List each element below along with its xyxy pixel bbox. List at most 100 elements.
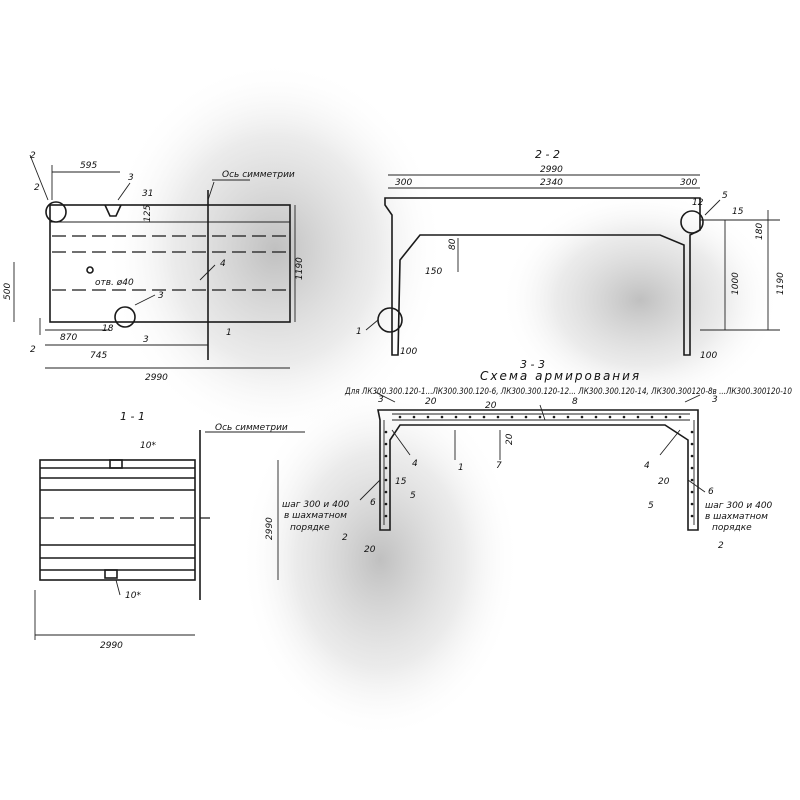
dim-2990: 2990: [145, 373, 168, 383]
step-note-left-2: в шахматном: [284, 511, 347, 521]
rebar-dot: [412, 415, 416, 419]
mark-7: 7: [496, 461, 502, 471]
dim-180: 180: [755, 223, 765, 240]
rebar-dot: [384, 430, 388, 434]
mark-8: 8: [572, 397, 578, 407]
rebar-dot: [566, 415, 570, 419]
section-2-2-title: 2 - 2: [535, 148, 560, 161]
rebar-dot: [384, 466, 388, 470]
marker-circle: [114, 306, 136, 328]
rebar-dot: [690, 490, 694, 494]
rebar-dot: [690, 466, 694, 470]
mark-6-left: 6: [370, 498, 376, 508]
dim-100-left: 100: [400, 347, 417, 357]
rebar-dot: [594, 415, 598, 419]
rebar-dot: [538, 415, 542, 419]
mark-10-top: 10*: [140, 441, 156, 451]
dim-15: 15: [732, 207, 744, 217]
mark-5-left: 5: [410, 491, 416, 501]
rebar-dot: [622, 415, 626, 419]
mark-2-right-33: 2: [718, 541, 724, 551]
dim-2990-bottom: 2990: [100, 641, 123, 651]
mark-6-right: 6: [708, 487, 714, 497]
section-3-3-title: 3 - 3: [520, 358, 545, 371]
step-note-right-2: в шахматном: [705, 512, 768, 522]
dim-1190-right: 1190: [776, 272, 786, 295]
rebar-dot: [524, 415, 528, 419]
dim-1000: 1000: [731, 272, 741, 295]
mark-12: 12: [692, 198, 704, 208]
marker-circle: [680, 210, 704, 234]
rebar-dot: [678, 415, 682, 419]
mark-2-side: 2: [34, 183, 40, 193]
step-note-right-1: шаг 300 и 400: [705, 501, 773, 511]
dim-870: 870: [60, 333, 77, 343]
rebar-dot: [496, 415, 500, 419]
rebar-dot: [384, 514, 388, 518]
rebar-dot: [482, 415, 486, 419]
rebar-dot: [580, 415, 584, 419]
dim-20-a: 20: [425, 397, 437, 407]
step-note-left-3: порядке: [290, 523, 330, 533]
dim-500: 500: [3, 283, 13, 300]
dim-745: 745: [90, 351, 107, 361]
mark-1-33: 1: [458, 463, 464, 473]
mark-1: 1: [356, 327, 362, 337]
symmetry-axis-label-2: Ось симметрии: [215, 423, 288, 433]
dim-2990-vertical: 2990: [265, 517, 275, 540]
dim-125: 125: [143, 205, 153, 222]
section-3-3-caption: Для ЛК300.300.120-1...ЛК300.300.120-6, Л…: [344, 387, 792, 397]
section-2-2: [365, 174, 780, 356]
dim-300-left: 300: [395, 178, 412, 188]
section-1-1-title: 1 - 1: [120, 410, 145, 423]
rebar-dot: [426, 415, 430, 419]
rebar-dot: [468, 415, 472, 419]
rebar-dot: [398, 415, 402, 419]
rebar-dot: [636, 415, 640, 419]
dim-20-b: 20: [485, 401, 497, 411]
mark-4-right: 4: [644, 461, 650, 471]
mark-3-top: 3: [128, 173, 134, 183]
plan-view: [13, 154, 296, 369]
mark-2-top: 2: [30, 151, 36, 161]
rebar-dot: [690, 442, 694, 446]
rebar-dot: [690, 454, 694, 458]
dim-1190: 1190: [295, 257, 305, 280]
mark-2-low: 2: [30, 345, 36, 355]
copy-smudge: [500, 190, 780, 410]
hole: [86, 266, 94, 274]
rebar-dot: [454, 415, 458, 419]
rebar-dot: [690, 478, 694, 482]
mark-3-left: 3: [378, 395, 384, 405]
mark-3-mid: 3: [158, 291, 164, 301]
mark-4-left: 4: [412, 459, 418, 469]
mark-3-low: 3: [143, 335, 149, 345]
section-3-3-subtitle: Схема армирования: [480, 369, 641, 383]
mark-2-left-33: 2: [342, 533, 348, 543]
cut-mark-1: 1: [226, 328, 232, 338]
step-note-right-3: порядке: [712, 523, 752, 533]
dim-20-c: 20: [505, 433, 515, 445]
dim-2340: 2340: [540, 178, 563, 188]
dim-100-right: 100: [700, 351, 717, 361]
dim-2990-top: 2990: [540, 165, 563, 175]
rebar-dot: [384, 490, 388, 494]
section-3-3: [359, 391, 706, 531]
dim-15-33: 15: [395, 477, 407, 487]
rebar-dots: [384, 415, 694, 518]
copy-smudge: [240, 380, 520, 740]
mark-4: 4: [220, 259, 226, 269]
dim-595: 595: [80, 161, 97, 171]
dim-20-d: 20: [658, 477, 670, 487]
rebar-dot: [384, 502, 388, 506]
rebar-dot: [552, 415, 556, 419]
rebar-dot: [664, 415, 668, 419]
mark-18: 18: [102, 324, 114, 334]
rebar-dot: [650, 415, 654, 419]
step-note-left-1: шаг 300 и 400: [282, 500, 350, 510]
mark-3-right: 3: [712, 395, 718, 405]
rebar-dot: [690, 430, 694, 434]
rebar-dot: [384, 478, 388, 482]
rebar-dot: [384, 442, 388, 446]
